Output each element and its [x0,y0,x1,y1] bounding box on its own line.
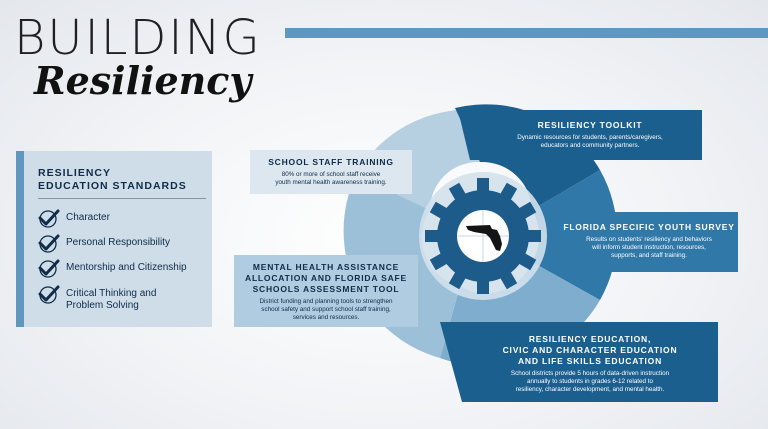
card-mental-health-bg [234,255,418,327]
card-title-line: MENTAL HEALTH ASSISTANCE [252,262,400,272]
card-body-line: will inform student instruction, resourc… [592,244,706,251]
standards-panel: RESILIENCY EDUCATION STANDARDS Character… [16,151,212,327]
card-body: Results on students' resiliency and beha… [560,236,738,260]
card-body-line: supports, and staff training. [611,252,687,259]
card-body-line: annually to students in grades 6-12 rela… [526,378,654,385]
card-body-line: Dynamic resources for students, parents/… [517,134,663,141]
card-title-line: CIVIC AND CHARACTER EDUCATION [502,345,678,355]
card-title: RESILIENCY TOOLKIT [537,120,643,130]
card-title-line: SCHOOLS ASSESSMENT TOOL [252,284,400,294]
check-icon [38,285,60,304]
card-body: 80% or more of school staff receive yout… [250,171,412,187]
card-toolkit: RESILIENCY TOOLKIT Dynamic resources for… [480,120,700,150]
standard-item-responsibility: Personal Responsibility [38,233,170,253]
card-staff-training-bg [250,150,412,194]
card-title-line: AND LIFE SKILLS EDUCATION [517,356,663,366]
card-survey: FLORIDA SPECIFIC YOUTH SURVEY Results on… [560,222,738,260]
check-icon [38,209,60,228]
card-title: FLORIDA SPECIFIC YOUTH SURVEY [563,222,735,232]
title-resiliency: Resiliency [34,58,252,103]
standard-label: Critical Thinking and Problem Solving [66,288,156,312]
card-body: District funding and planning tools to s… [234,298,418,322]
standards-title: RESILIENCY EDUCATION STANDARDS [38,167,187,193]
standards-accent-bar [16,151,24,327]
card-toolkit-bg [458,110,702,160]
standard-item-mentorship: Mentorship and Citizenship [38,258,187,278]
card-body-line: 80% or more of school staff receive [281,171,381,178]
standard-label-line2: Problem Solving [66,300,139,311]
florida-map-icon [466,225,502,251]
standard-item-critical-thinking: Critical Thinking and Problem Solving [38,284,156,312]
card-mental-health: MENTAL HEALTH ASSISTANCE ALLOCATION AND … [234,262,418,322]
standards-title-line1: RESILIENCY [38,167,112,179]
card-staff-training: SCHOOL STAFF TRAINING 80% or more of sch… [250,157,412,187]
standard-label: Mentorship and Citizenship [66,262,187,273]
standard-item-character: Character [38,208,110,228]
standards-title-line2: EDUCATION STANDARDS [38,180,187,192]
card-body-line: Results on students' resiliency and beha… [586,236,712,243]
check-icon [38,234,60,253]
title-building: BUILDING [14,10,262,66]
standard-label: Personal Responsibility [66,237,170,248]
card-body-line: school safety and support school staff t… [261,306,391,313]
standards-divider [38,198,206,199]
card-body-line: resiliency, character development, and m… [515,386,665,393]
check-icon [38,259,60,278]
card-body-line: youth mental health awareness training. [275,179,387,186]
standard-label: Character [66,212,110,223]
card-body: School districts provide 5 hours of data… [462,370,718,394]
card-education: RESILIENCY EDUCATION, CIVIC AND CHARACTE… [462,334,718,394]
card-survey-bg [560,212,738,272]
card-body-line: School districts provide 5 hours of data… [510,370,670,377]
card-body-line: services and resources. [292,314,360,321]
card-title: MENTAL HEALTH ASSISTANCE ALLOCATION AND … [234,262,418,295]
card-body-line: educators and community partners. [540,142,640,149]
card-title-line: ALLOCATION AND FLORIDA SAFE [245,273,407,283]
standard-label-line1: Critical Thinking and [66,288,157,299]
header-accent-bar [285,28,768,38]
card-title: SCHOOL STAFF TRAINING [268,157,394,167]
card-body-line: District funding and planning tools to s… [259,298,393,305]
card-education-bg [440,322,718,402]
card-title: RESILIENCY EDUCATION, CIVIC AND CHARACTE… [462,334,718,367]
card-body: Dynamic resources for students, parents/… [480,134,700,150]
puzzle-seam [457,210,509,262]
card-title-line: RESILIENCY EDUCATION, [528,334,652,344]
